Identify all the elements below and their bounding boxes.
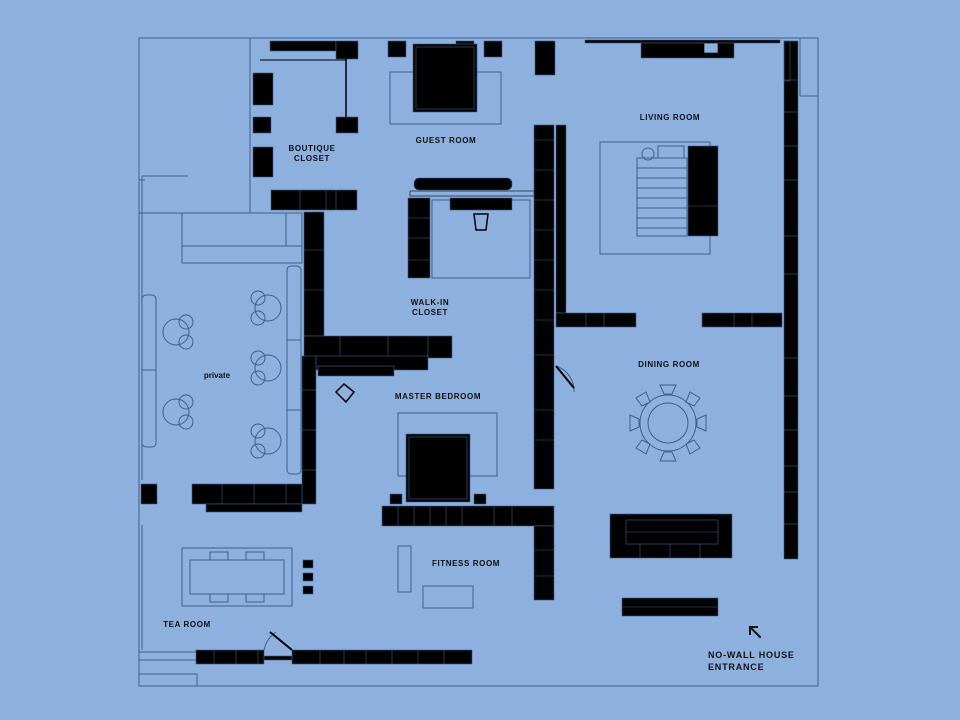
lounge-sofa <box>609 513 733 559</box>
left-upper-room <box>139 37 251 214</box>
walk-in-chair <box>473 213 489 231</box>
living-bed-lines <box>637 167 687 229</box>
door-swing-center <box>555 365 575 393</box>
label-dining-room: DINING ROOM <box>638 360 700 369</box>
label-guest-room: GUEST ROOM <box>415 136 477 145</box>
tea-table <box>189 559 285 595</box>
master-bed <box>405 433 471 503</box>
door-swing-tea <box>263 631 277 651</box>
label-tea-room: TEA ROOM <box>163 620 211 629</box>
label-fitness-room: FITNESS ROOM <box>431 559 501 568</box>
label-master-bedroom: MASTER BEDROOM <box>394 392 482 401</box>
arrow-up-left-icon <box>748 625 762 639</box>
label-living-room: LIVING ROOM <box>639 113 701 122</box>
bedroom-chair <box>334 382 356 404</box>
dining-chairs <box>629 384 707 462</box>
plan-outlines <box>138 37 819 687</box>
dining-table <box>639 394 697 452</box>
sofa-left <box>141 294 157 448</box>
walls-and-storage <box>140 39 799 665</box>
boundary-step <box>139 673 198 686</box>
guest-bed <box>412 43 478 113</box>
private-tables <box>162 290 282 459</box>
living-pillow <box>657 145 685 159</box>
tea-table-zone <box>181 547 293 607</box>
fitness-bench <box>397 545 412 593</box>
walk-in-rug <box>431 199 531 279</box>
outer-boundary <box>138 37 819 687</box>
living-bed <box>636 157 688 237</box>
fitness-mat <box>422 585 474 609</box>
bench-upper <box>181 212 303 264</box>
tea-chairs <box>209 551 265 603</box>
sofa-right <box>286 265 302 475</box>
label-private: private <box>203 371 231 380</box>
